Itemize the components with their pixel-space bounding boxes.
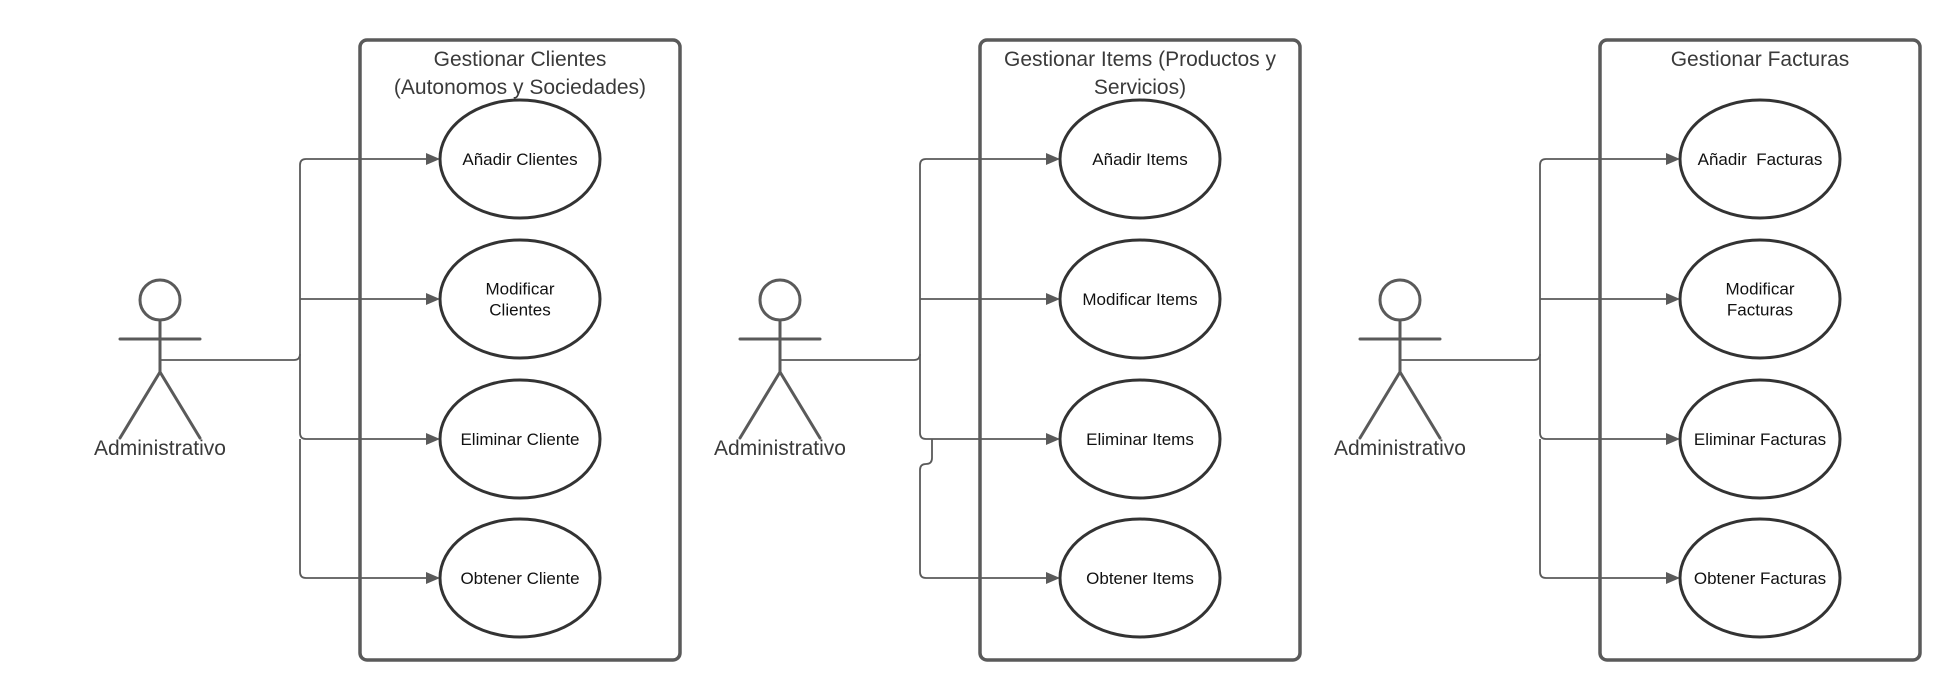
use-case-ellipse	[1058, 517, 1222, 639]
use-case-3: Eliminar Facturas	[1678, 378, 1842, 500]
actor-right-leg	[1398, 370, 1442, 440]
actor-figure	[738, 278, 822, 440]
use-case-label: Eliminar Cliente	[460, 430, 579, 449]
arrowhead-1	[426, 153, 440, 165]
use-case-2: Modificar Items	[1058, 238, 1222, 360]
use-case-ellipse	[1678, 378, 1842, 500]
use-case-ellipse	[1678, 517, 1842, 639]
connector-to-use-case-4	[1539, 439, 1666, 579]
use-case-ellipse	[438, 98, 602, 220]
use-case-label: Modificar	[1726, 280, 1795, 299]
use-case-label: Modificar Items	[1082, 290, 1197, 309]
connector-to-use-case-3	[919, 354, 1046, 440]
use-case-ellipse	[1058, 378, 1222, 500]
use-case-3: Eliminar Items	[1058, 378, 1222, 500]
arrowhead-2	[1666, 293, 1680, 305]
use-case-label: Modificar	[486, 280, 555, 299]
actor-figure	[1358, 278, 1442, 440]
connector-to-use-case-3	[1539, 354, 1666, 440]
use-case-label: Obtener Items	[1086, 569, 1194, 588]
use-case-ellipse	[1058, 98, 1222, 220]
use-case-label: Eliminar Facturas	[1694, 430, 1826, 449]
actor-left-leg	[118, 370, 162, 440]
connector-to-use-case-3	[299, 354, 426, 440]
actor-label: Administrativo	[1334, 437, 1466, 460]
use-case-ellipse	[1678, 238, 1842, 360]
connector-to-use-case-1	[299, 158, 426, 354]
connector-to-use-case-1	[1539, 158, 1666, 354]
use-case-label: Clientes	[489, 301, 550, 320]
use-case-label: Añadir Facturas	[1698, 150, 1823, 169]
actor-label: Administrativo	[94, 437, 226, 460]
use-case-label: Facturas	[1727, 301, 1793, 320]
use-case-1: Añadir Clientes	[438, 98, 602, 220]
connector-to-use-case-1	[919, 158, 1046, 354]
use-case-label: Obtener Facturas	[1694, 569, 1826, 588]
arrowhead-3	[1046, 433, 1060, 445]
use-case-1: Añadir Items	[1058, 98, 1222, 220]
system-title: Servicios)	[1094, 76, 1186, 99]
actor-left-leg	[738, 370, 782, 440]
connector-main	[160, 353, 301, 361]
actor-head	[138, 278, 182, 322]
use-case-4: Obtener Items	[1058, 517, 1222, 639]
connectors	[1400, 153, 1680, 584]
use-case-ellipse	[438, 517, 602, 639]
use-case-ellipse	[1678, 98, 1842, 220]
use-case-label: Añadir Items	[1092, 150, 1187, 169]
use-case-ellipse	[438, 378, 602, 500]
actor-head	[758, 278, 802, 322]
actor-right-leg	[158, 370, 202, 440]
connector-to-use-case-4	[299, 439, 426, 579]
panel-2: Gestionar Items (Productos y Servicios) Ad…	[714, 38, 1302, 662]
arrowhead-1	[1666, 153, 1680, 165]
use-case-1: Añadir Facturas	[1678, 98, 1842, 220]
system-title: Gestionar Facturas	[1671, 48, 1850, 71]
use-case-ellipse	[438, 238, 602, 360]
use-case-label: Añadir Clientes	[462, 150, 577, 169]
arrowhead-4	[426, 572, 440, 584]
arrowhead-2	[1046, 293, 1060, 305]
actor-label: Administrativo	[714, 437, 846, 460]
system-title: Gestionar Items (Productos y	[1004, 48, 1276, 71]
connectors	[160, 153, 440, 584]
arrowhead-1	[1046, 153, 1060, 165]
actor-figure	[118, 278, 202, 440]
arrowhead-4	[1046, 572, 1060, 584]
connector-main	[780, 353, 921, 361]
use-case-4: Obtener Cliente	[438, 517, 602, 639]
connector-to-use-case-4	[919, 439, 1046, 579]
arrowhead-2	[426, 293, 440, 305]
system-title: Gestionar Clientes	[434, 48, 607, 71]
arrowhead-3	[426, 433, 440, 445]
panel-1: Gestionar Clientes (Autonomos y Sociedade…	[94, 38, 682, 662]
actor-head	[1378, 278, 1422, 322]
use-case-label: Obtener Cliente	[460, 569, 579, 588]
connectors	[780, 153, 1060, 584]
use-case-ellipse	[1058, 238, 1222, 360]
system-title: (Autonomos y Sociedades)	[394, 76, 646, 99]
arrowhead-4	[1666, 572, 1680, 584]
actor-left-leg	[1358, 370, 1402, 440]
actor-right-leg	[778, 370, 822, 440]
use-case-label: Eliminar Items	[1086, 430, 1194, 449]
use-case-3: Eliminar Cliente	[438, 378, 602, 500]
use-case-4: Obtener Facturas	[1678, 517, 1842, 639]
connector-main	[1400, 353, 1541, 361]
arrowhead-3	[1666, 433, 1680, 445]
